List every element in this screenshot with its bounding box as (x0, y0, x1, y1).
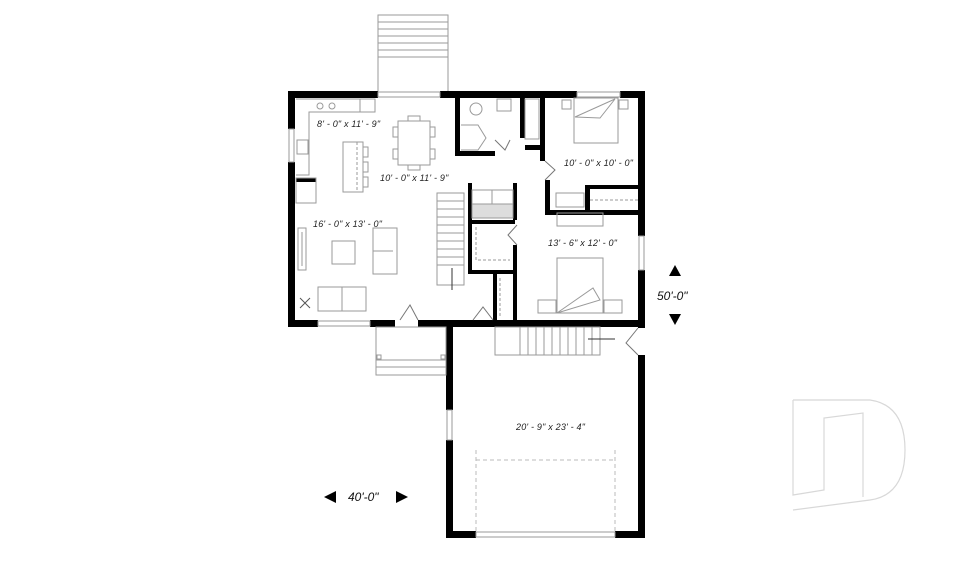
room-label-garage: 20' - 9" x 23' - 4" (516, 422, 586, 432)
laundry (471, 189, 514, 261)
width-arrows (324, 491, 408, 503)
living-furniture (297, 227, 398, 312)
rear-deck (377, 14, 449, 93)
dining-table (392, 115, 436, 171)
brand-logo-icon (792, 399, 906, 511)
depth-arrows (669, 265, 681, 325)
room-label-bedroom-2: 10' - 0" x 10' - 0" (564, 158, 634, 168)
windows (288, 91, 645, 538)
exterior-walls (288, 91, 645, 538)
kitchen-counters (295, 98, 376, 204)
primary-bedroom-furniture (499, 212, 623, 318)
room-label-primary-bedroom: 13' - 6" x 12' - 0" (548, 238, 618, 248)
bathroom-fixtures (461, 98, 540, 151)
interior-stairs (436, 192, 465, 290)
front-porch (375, 326, 447, 376)
garage-stairs (494, 326, 615, 356)
overall-depth-label: 50'-0" (657, 289, 688, 303)
bedroom-2-furniture (555, 97, 638, 208)
doors (399, 139, 639, 356)
garage-door-outline (475, 450, 616, 531)
interior-walls (296, 98, 640, 323)
overall-width-label: 40'-0" (348, 490, 379, 504)
room-label-dining: 10' - 0" x 11' - 9" (380, 173, 449, 183)
room-label-living: 16' - 0" x 13' - 0" (313, 219, 383, 229)
room-label-kitchen: 8' - 0" x 11' - 9" (317, 119, 381, 129)
